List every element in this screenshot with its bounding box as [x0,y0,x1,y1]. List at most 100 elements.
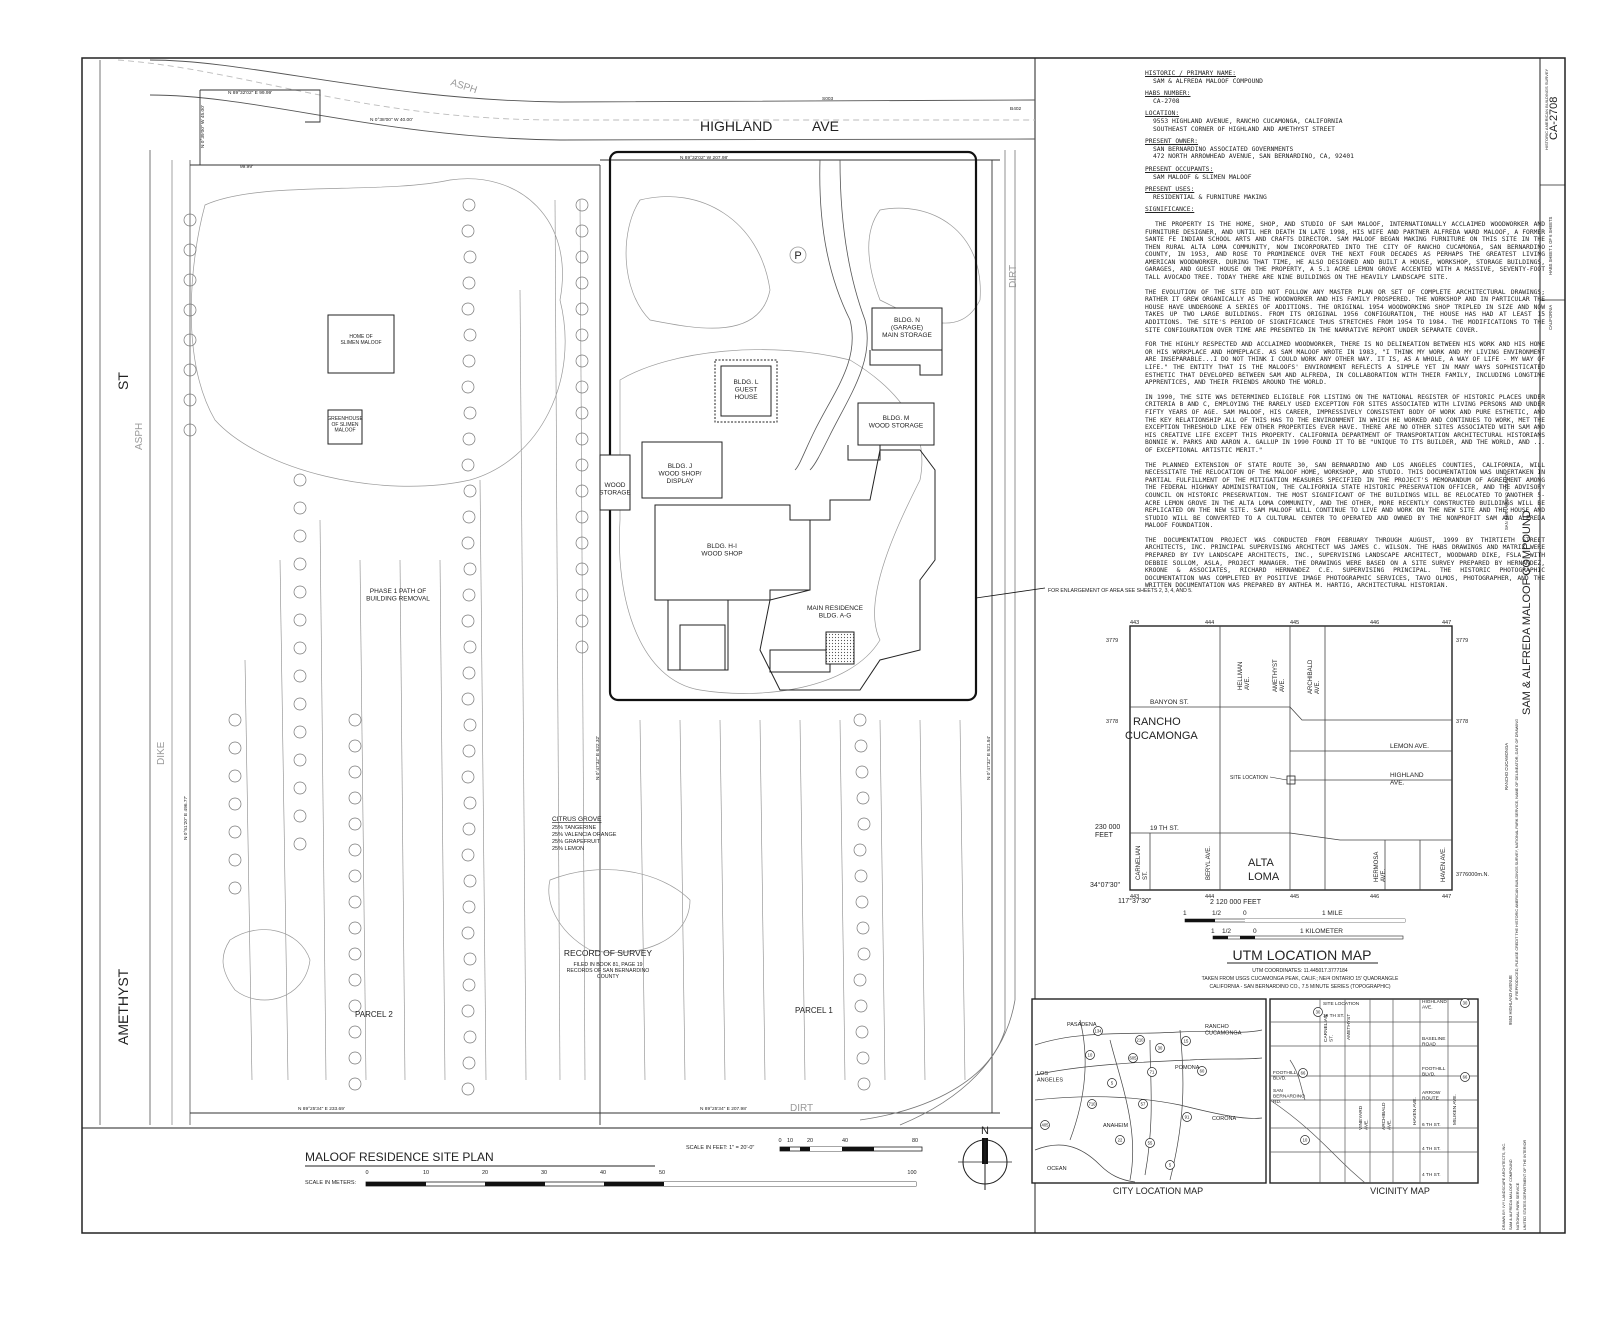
utm-location-map [1129,625,1453,891]
tree-icon [853,973,867,987]
utm-tick: 443 [1130,620,1139,626]
significance-paragraph: THE DOCUMENTATION PROJECT WAS CONDUCTED … [1145,536,1545,590]
tree-icon [348,843,362,857]
bearing-label: N 0°39'00" W 45.00' [200,105,206,148]
tree-icon [183,363,197,377]
tree-icon [575,588,589,602]
mile-tick: 1/2 [1212,910,1221,917]
tree-icon [228,769,242,783]
scale-meters-label: SCALE IN METERS: [305,1180,357,1186]
utm-tick: 3778 [1456,719,1468,725]
tree-icon [293,585,307,599]
tree-icon [463,484,477,498]
scale-tick: 80 [912,1138,918,1144]
north-label: N [981,1125,989,1137]
record-of-survey-title: RECORD OF SURVEY [564,948,652,958]
tree-icon [293,781,307,795]
tree-icon [854,869,868,883]
route-shield-label: 210 [1137,1038,1145,1043]
tree-icon [183,273,197,287]
vicinity-map-title: VICINITY MAP [1370,1186,1430,1196]
enlargement-boundary [608,150,978,702]
driveway [794,159,868,471]
route-shield-icon [1093,1026,1103,1036]
tree-icon [293,809,307,823]
tree-icon [857,947,871,961]
utm-tick: 443 [1130,894,1139,900]
parcel2-label: PARCEL 2 [355,1010,393,1019]
utm-scale-bars [1184,918,1406,940]
citrus-grove-title: CITRUS GROVE [552,816,602,823]
utm-subtitle: CALIFORNIA - SAN BERNARDINO CO., 7.5 MIN… [1209,984,1390,990]
hatched-patio [825,631,855,665]
tree-icon [293,501,307,515]
route-shield-label: 55 [1148,1141,1153,1146]
vicinity-label: 19 TH ST. [1323,1013,1344,1019]
home-of-slimen-maloof [327,314,395,374]
utm-tick: 447 [1442,620,1451,626]
route-shield-icon [1087,1099,1097,1109]
tree-icon [462,276,476,290]
plan-title: MALOOF RESIDENCE SITE PLAN [305,1150,494,1164]
mile-tick: 1 MILE [1322,910,1343,917]
notes-field-value: SAM & ALFREDA MALOOF COMPOUND [1153,77,1263,85]
building-l-inner [720,365,772,417]
utm-tick: 3779 [1106,638,1118,644]
utm-place: RANCHO [1133,716,1181,728]
significance-paragraph: FOR THE HIGHLY RESPECTED AND ACCLAIMED W… [1145,341,1545,387]
building-j [641,441,723,499]
route-shield-label: 710 [1089,1102,1097,1107]
route-shield-icon [1165,1160,1175,1170]
sidebar-city: RANCHO CUCAMONGA [1504,743,1509,790]
utm-tick: 446 [1370,894,1379,900]
route-shield-label: 405 [1042,1123,1050,1128]
scale-tick: 20 [807,1138,813,1144]
tree-icon [462,588,476,602]
notes-field-heading: PRESENT OWNER: [1145,138,1199,146]
citrus-item: 25% LEMON [552,846,584,852]
tree-icon [854,739,868,753]
tree-icon [348,973,362,987]
tree-icon [228,713,242,727]
tree-icon [348,921,362,935]
notes-fields: HISTORIC / PRIMARY NAME:SAM & ALFREDA MA… [1145,70,1545,201]
sidebar-sheet-number: CA-2708 [1548,97,1560,140]
utm-street: ARCHIBALDAVE. [1308,659,1321,694]
significance-paragraph: THE EVOLUTION OF THE SITE DID NOT FOLLOW… [1145,288,1545,334]
tree-icon [461,458,475,472]
tree-icon [348,791,362,805]
sidebar-dividers [1540,184,1565,301]
vicinity-map [1269,998,1479,1184]
km-tick: 1 [1211,928,1215,935]
tree-icon [293,529,307,543]
tree-icon [183,393,197,407]
tree-icon [462,432,476,446]
utm-tick: 447 [1442,894,1451,900]
asph-top-label: ASPH [449,77,478,96]
tree-icon [575,510,589,524]
project-notes: HISTORIC / PRIMARY NAME:SAM & ALFREDA MA… [1145,65,1545,590]
utm-street: 19 TH ST. [1150,825,1179,832]
bearing-label: N 89°32'02" W 207.98' [680,155,728,161]
utm-subtitle: TAKEN FROM USGS CUCAMONGA PEAK, CALIF.; … [1202,976,1399,982]
route-shield-label: 66 [1301,1071,1306,1076]
tree-icon [348,869,362,883]
tree-icon [348,895,362,909]
tree-icon [228,853,242,867]
km-tick: 1 KILOMETER [1300,928,1343,935]
notes-field-value: CA-2708 [1153,97,1180,105]
tree-icon [575,458,589,472]
route-shield-icon [1155,1043,1165,1053]
utm-tick: 445 [1290,894,1299,900]
sidebar-project-title: SAM & ALFREDA MALOOF COMPOUND [1521,510,1533,715]
utm-tick: 3776000m.N. [1456,872,1489,878]
scale-tick: 10 [423,1170,429,1176]
asph-left-label: ASPH [134,423,145,450]
city-label: PASADENA [1067,1022,1097,1028]
tree-icon [183,213,197,227]
highland-avenue-road [117,59,1036,141]
